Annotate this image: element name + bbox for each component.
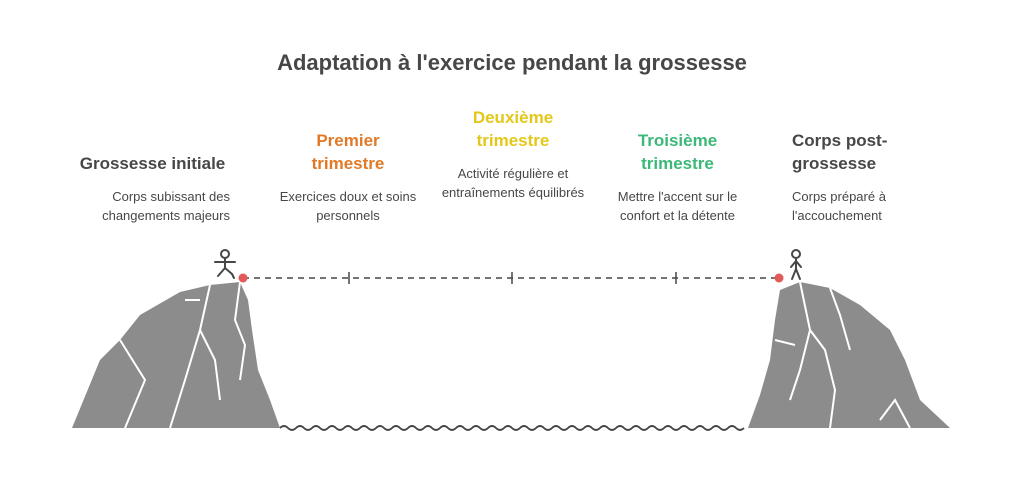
stage-third-trimester: Troisième trimestre Mettre l'accent sur … — [600, 129, 755, 225]
stage-post-pregnancy: Corps post-grossesse Corps préparé à l'a… — [792, 129, 932, 225]
progress-path — [238, 272, 784, 284]
stage-description: Activité régulière et entraînements équi… — [441, 166, 585, 200]
stage-title: Grossesse initiale — [79, 154, 226, 173]
start-point — [238, 273, 248, 283]
left-cliff-body — [72, 282, 280, 428]
stage-title: Premier trimestre — [311, 131, 385, 173]
stage-description: Mettre l'accent sur le confort et la dét… — [617, 189, 738, 223]
standing-figure-icon — [790, 249, 802, 280]
diagram-title: Adaptation à l'exercice pendant la gross… — [277, 50, 747, 75]
stage-first-trimester: Premier trimestre Exercices doux et soin… — [278, 129, 418, 225]
walking-figure-icon — [214, 249, 236, 279]
stage-title: Troisième trimestre — [637, 131, 718, 173]
right-cliff-body — [748, 282, 950, 428]
right-cliff-cracks — [774, 281, 911, 429]
stage-description: Corps subissant des changements majeurs — [102, 189, 230, 223]
stage-initial-pregnancy: Grossesse initiale Corps subissant des c… — [60, 152, 245, 225]
left-cliff-cracks — [119, 281, 247, 429]
stage-description: Corps préparé à l'accouchement — [792, 189, 886, 223]
end-point — [774, 273, 784, 283]
water-waves — [279, 425, 745, 431]
stage-description: Exercices doux et soins personnels — [279, 189, 417, 223]
stage-title: Deuxième trimestre — [472, 108, 554, 150]
stage-title: Corps post-grossesse — [792, 131, 888, 173]
right-cliff — [748, 281, 950, 429]
stage-second-trimester: Deuxième trimestre Activité régulière et… — [438, 106, 588, 202]
left-cliff — [72, 281, 280, 429]
